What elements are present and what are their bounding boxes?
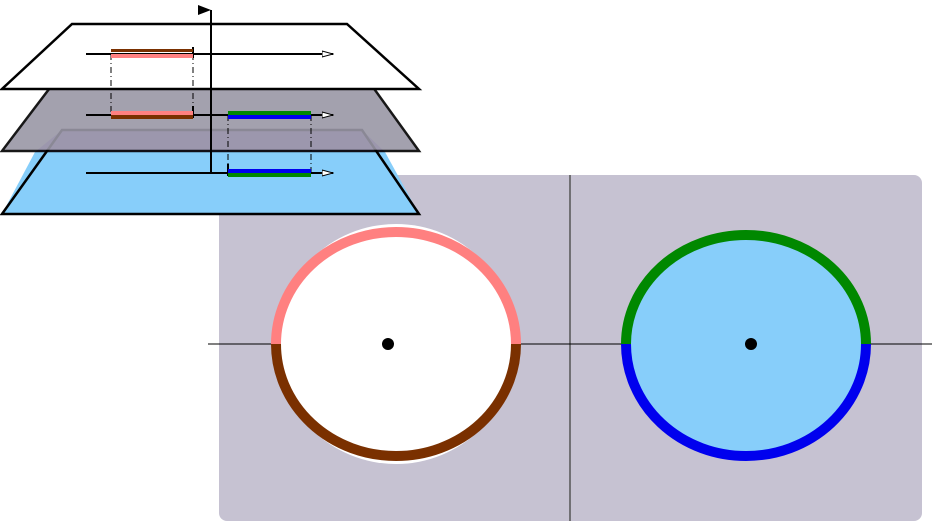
sheet-stack <box>0 5 423 216</box>
right-disk-center-dot <box>745 338 757 350</box>
bottom-sheet-lower-band <box>2 152 419 214</box>
left-disk-fill <box>276 224 516 464</box>
top-segment-lower <box>111 54 193 58</box>
left-disk-center-dot <box>382 338 394 350</box>
middle-left-segment-upper <box>111 111 193 115</box>
right-disk-upper-arc <box>621 230 871 345</box>
disk-panel <box>208 175 932 521</box>
middle-right-segment-upper <box>228 111 311 115</box>
middle-left-segment-lower <box>111 115 193 119</box>
sheet-connectors <box>110 54 312 173</box>
left-disk-upper-arc <box>271 227 521 345</box>
middle-right-segment-lower <box>228 115 311 119</box>
left-disk <box>271 224 521 464</box>
bottom-segment-upper <box>228 169 311 173</box>
middle-sheet-segments <box>111 111 311 119</box>
left-disk-lower-arc <box>271 343 521 461</box>
top-segment-upper <box>111 49 193 52</box>
right-disk <box>621 230 871 461</box>
right-disk-lower-arc <box>621 343 871 461</box>
bottom-sheet-segment <box>228 169 311 177</box>
bottom-segment-lower <box>228 173 311 177</box>
top-sheet-segment <box>111 49 193 58</box>
